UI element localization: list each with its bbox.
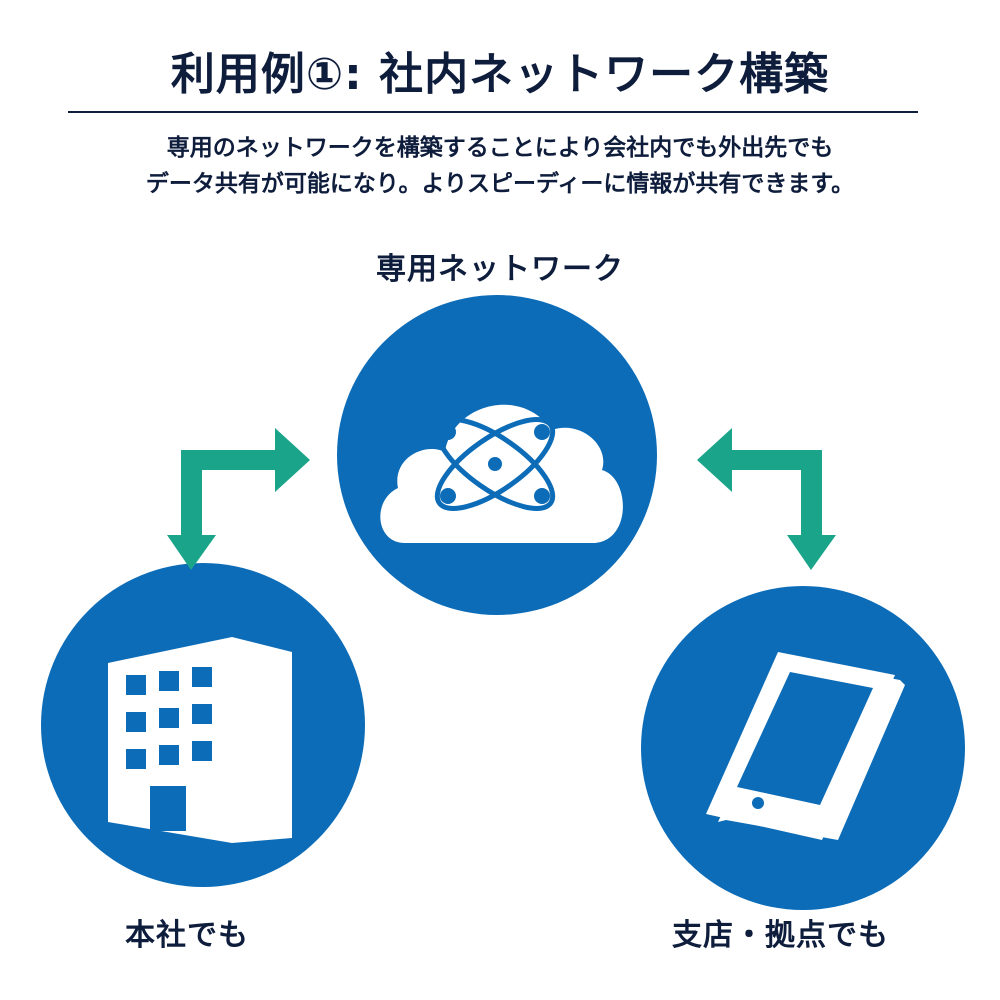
page-title: 利用例①: 社内ネットワーク構築: [170, 49, 830, 100]
arrowhead-down-right: [787, 535, 836, 570]
branch-node: [641, 586, 965, 910]
arrowhead-right-left: [275, 428, 310, 492]
cloud-network-icon: [380, 404, 623, 543]
description-line-2: データ共有が可能になり。よりスピーディーに情報が共有できます。: [145, 171, 855, 197]
description: 専用のネットワークを構築することにより会社内でも外出先でも データ共有が可能にな…: [0, 130, 1000, 202]
network-node: [337, 295, 657, 615]
left-connector-arrow: [167, 428, 310, 570]
network-label: 専用ネットワーク: [376, 252, 624, 287]
arrowhead-left-right: [697, 428, 732, 492]
description-line-1: 専用のネットワークを構築することにより会社内でも外出先でも: [166, 135, 834, 161]
head-office-label: 本社でも: [125, 918, 249, 953]
title-divider: [68, 111, 918, 113]
branch-label: 支店・拠点でも: [672, 918, 889, 953]
arrowhead-down-left: [167, 535, 216, 570]
office-building-icon: [108, 637, 292, 843]
cloud-shape: [380, 404, 623, 543]
head-office-node: [41, 563, 365, 887]
right-connector-arrow: [697, 428, 836, 570]
smartphone-icon: [706, 652, 905, 840]
